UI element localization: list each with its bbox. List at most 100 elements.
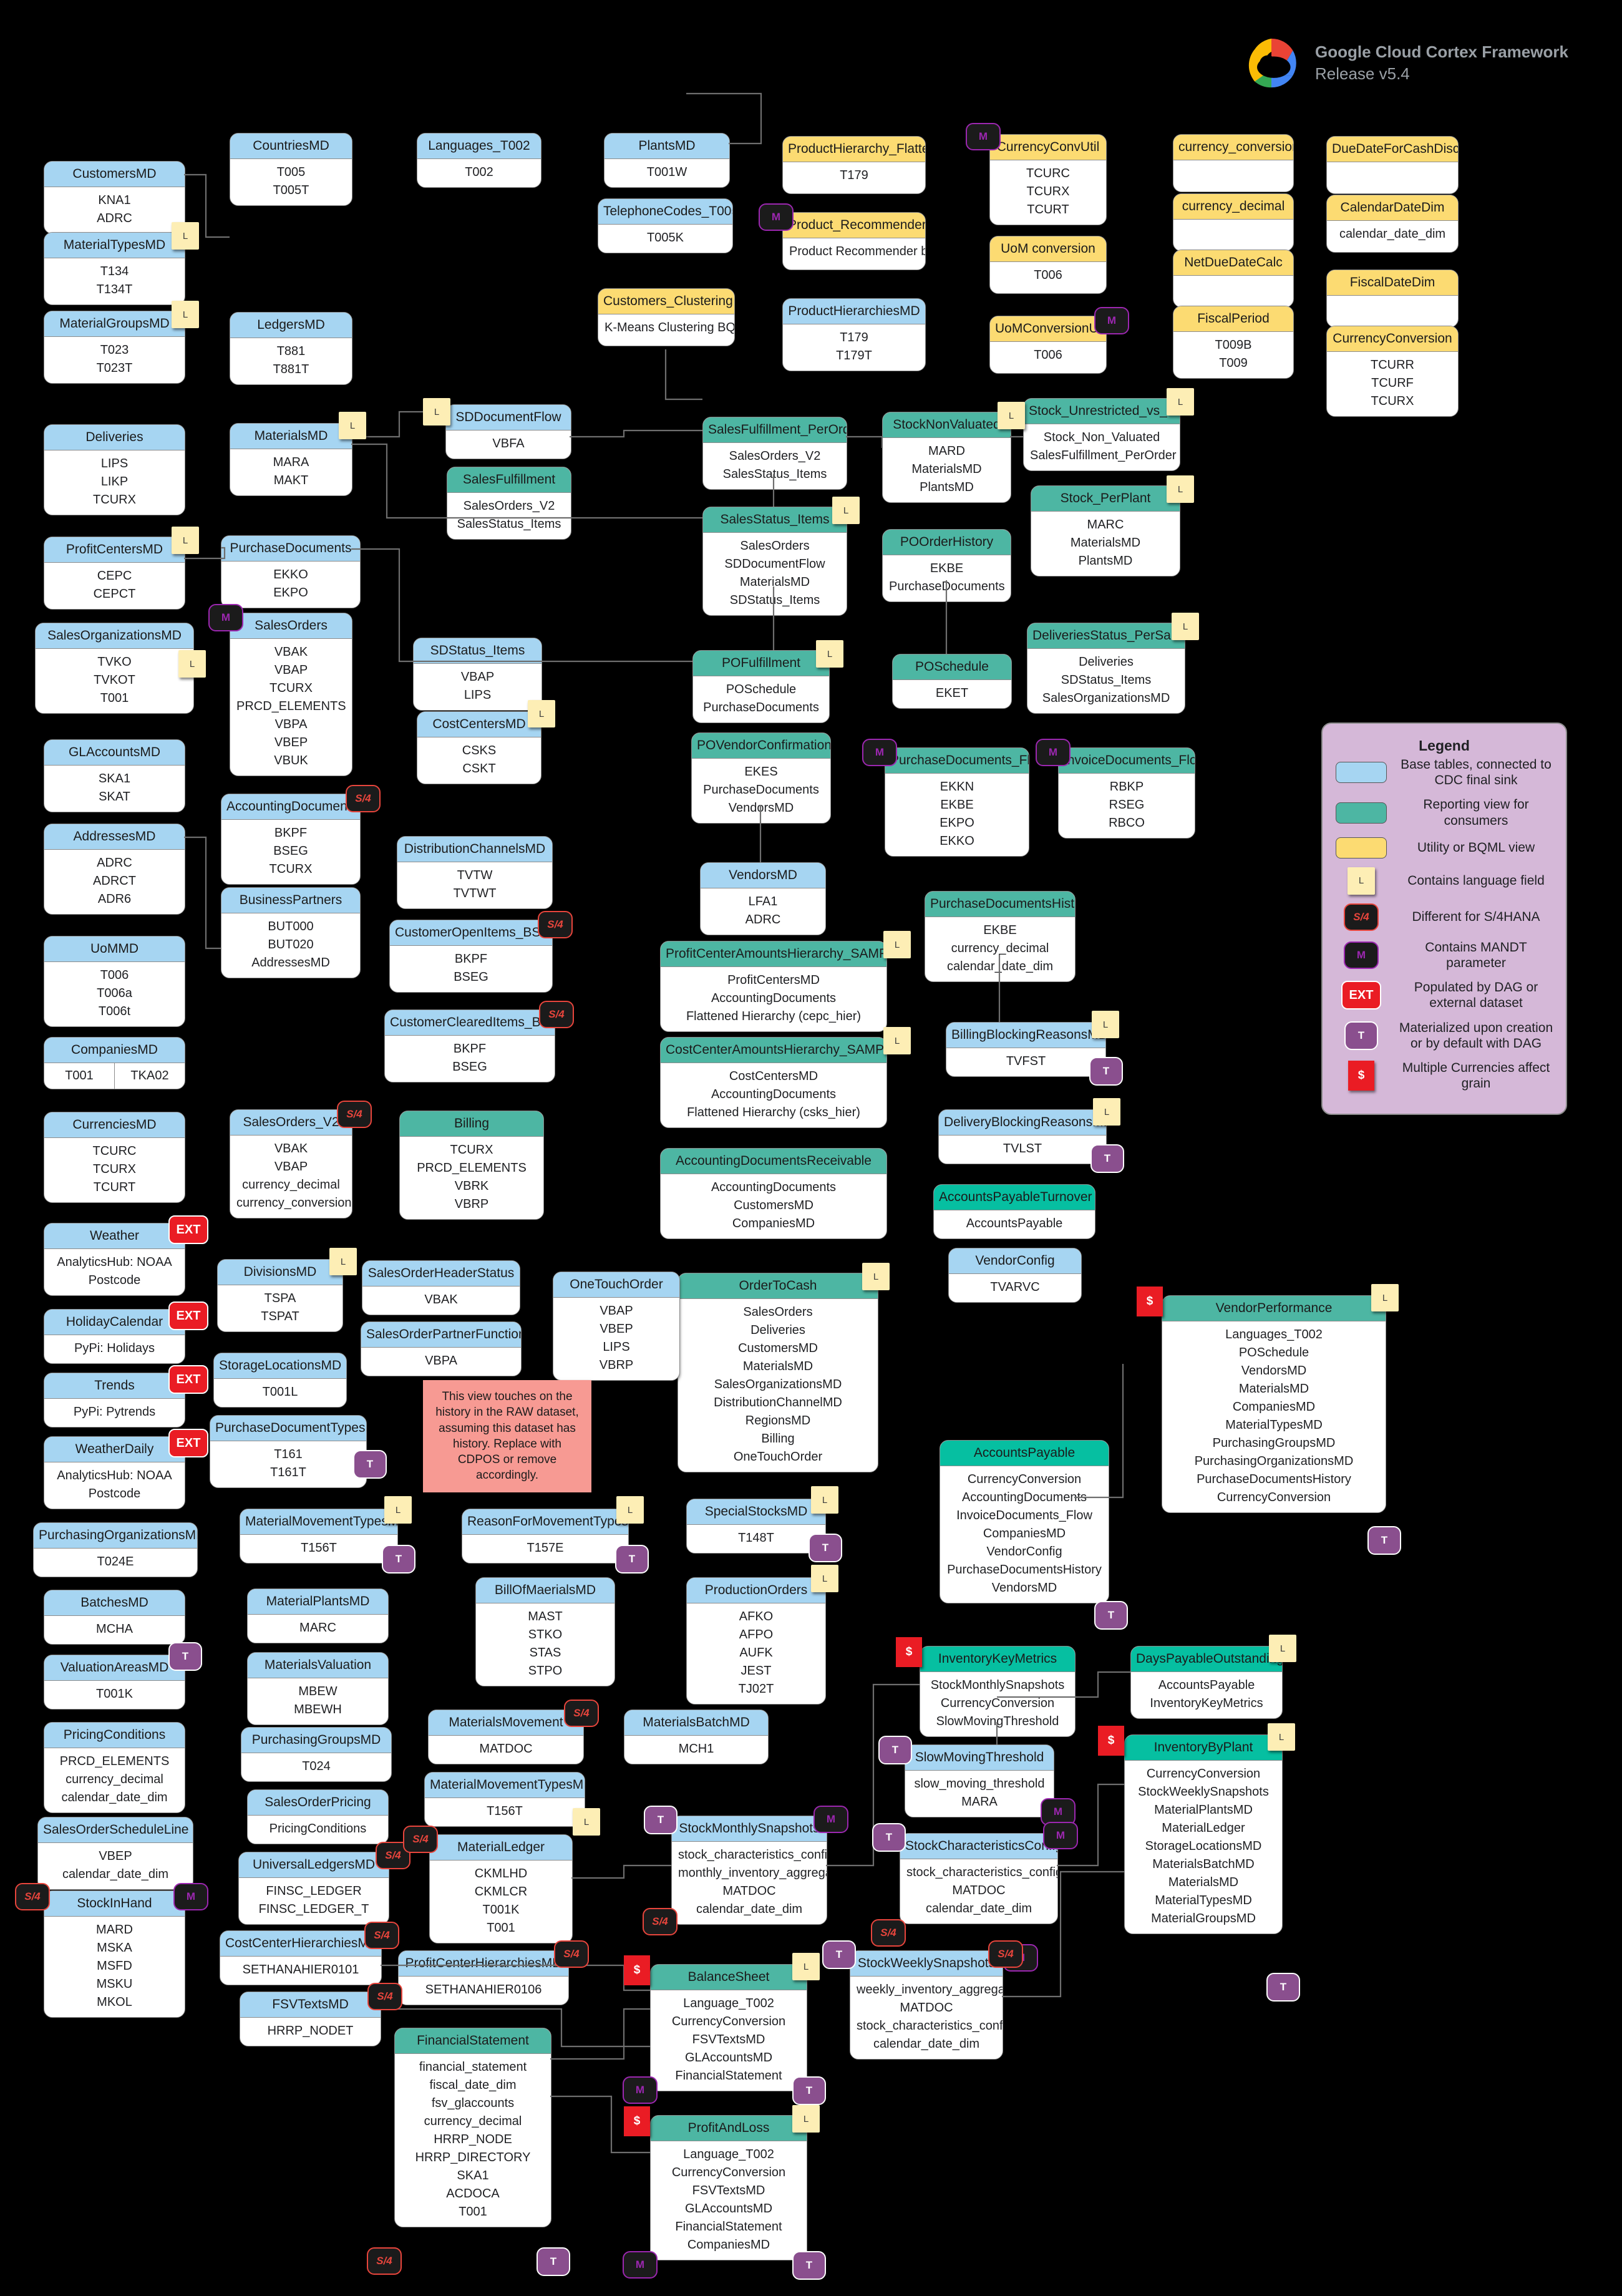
entity-node-PurchaseDocumentTypesMD[interactable]: PurchaseDocumentTypesMDT161T161T — [210, 1415, 367, 1488]
entity-node-PurchaseDocumentsHistory[interactable]: PurchaseDocumentsHistoryEKBEcurrency_dec… — [925, 891, 1076, 982]
entity-node-ReasonForMovementTypesMD[interactable]: ReasonForMovementTypesMDT157E — [462, 1509, 629, 1564]
entity-node-currency_decimal[interactable]: currency_decimal — [1173, 193, 1294, 251]
entity-node-FiscalDateDim[interactable]: FiscalDateDim — [1326, 270, 1459, 328]
entity-node-PurchaseDocuments_Flow[interactable]: PurchaseDocuments_FlowEKKNEKBEEKPOEKKO — [885, 747, 1029, 857]
entity-node-DueDateForCashDiscount[interactable]: DueDateForCashDiscount — [1326, 136, 1459, 194]
entity-node-Stock_Unrestricted_vs_Sales[interactable]: Stock_Unrestricted_vs_SalesStock_Non_Val… — [1023, 398, 1180, 471]
entity-node-DeliveriesStatus_PerSalesOrg[interactable]: DeliveriesStatus_PerSalesOrgDeliveriesSD… — [1027, 623, 1185, 714]
entity-node-currency_conversion[interactable]: currency_conversion — [1173, 134, 1294, 192]
entity-node-NetDueDateCalc[interactable]: NetDueDateCalc — [1173, 250, 1294, 308]
